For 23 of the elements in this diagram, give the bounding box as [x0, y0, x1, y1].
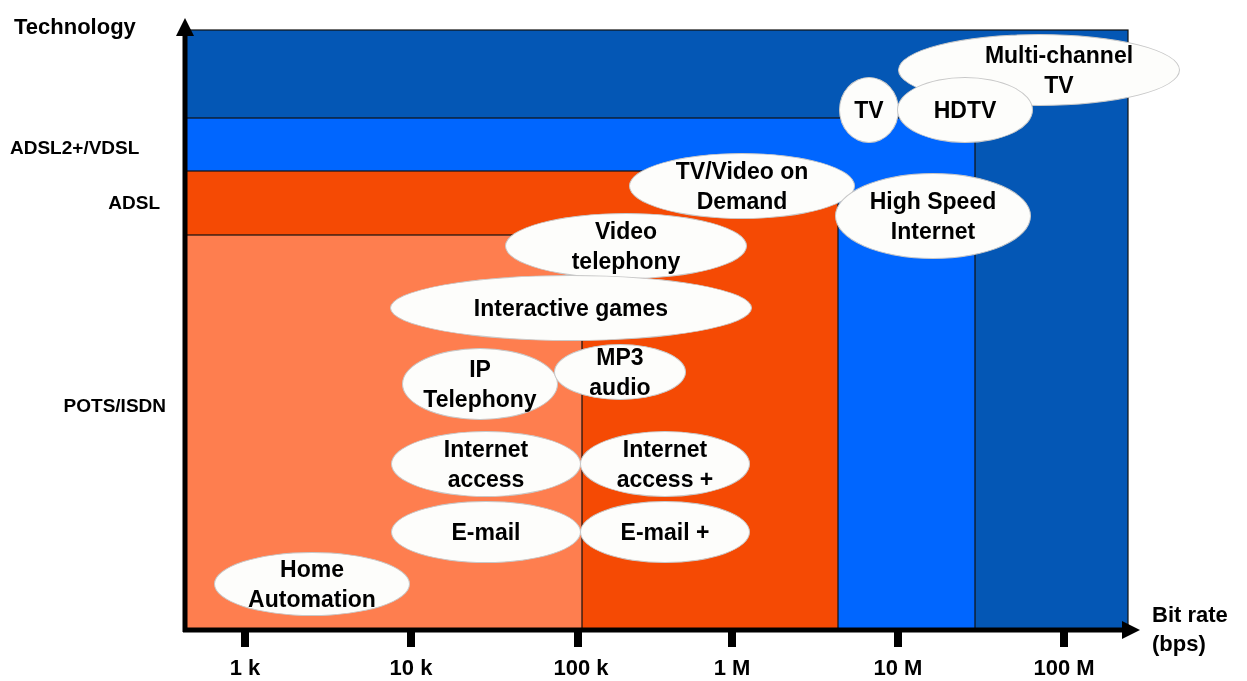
- service-label: Home Automation: [247, 555, 377, 614]
- axis-title: Technology: [14, 14, 137, 40]
- technology-label: ADSL2+/VDSL: [10, 137, 141, 159]
- tick-label: 100 k: [552, 655, 610, 681]
- service-label: Video telephony: [570, 217, 682, 276]
- tick-label: 10 k: [388, 655, 434, 681]
- service-label: E-mail: [450, 518, 522, 547]
- service-label: TV/Video on Demand: [674, 157, 810, 216]
- service-label: E-mail +: [619, 518, 711, 547]
- service-label: MP3 audio: [588, 343, 652, 402]
- service-label: High Speed Internet: [868, 187, 998, 246]
- tick-label: 10 M: [872, 655, 924, 681]
- technology-label: ADSL: [107, 192, 160, 214]
- axis-title: Bit rate (bps): [1152, 601, 1229, 658]
- service-label: Interactive games: [472, 294, 670, 323]
- tick-label: 100 M: [1032, 655, 1096, 681]
- tick-label: 1 k: [228, 655, 262, 681]
- service-label: Internet access +: [615, 435, 715, 494]
- tick-label: 1 M: [712, 655, 752, 681]
- service-label: IP Telephony: [422, 355, 538, 414]
- service-label: TV: [853, 96, 885, 125]
- technology-label: POTS/ISDN: [62, 395, 166, 417]
- service-label: Internet access: [442, 435, 530, 494]
